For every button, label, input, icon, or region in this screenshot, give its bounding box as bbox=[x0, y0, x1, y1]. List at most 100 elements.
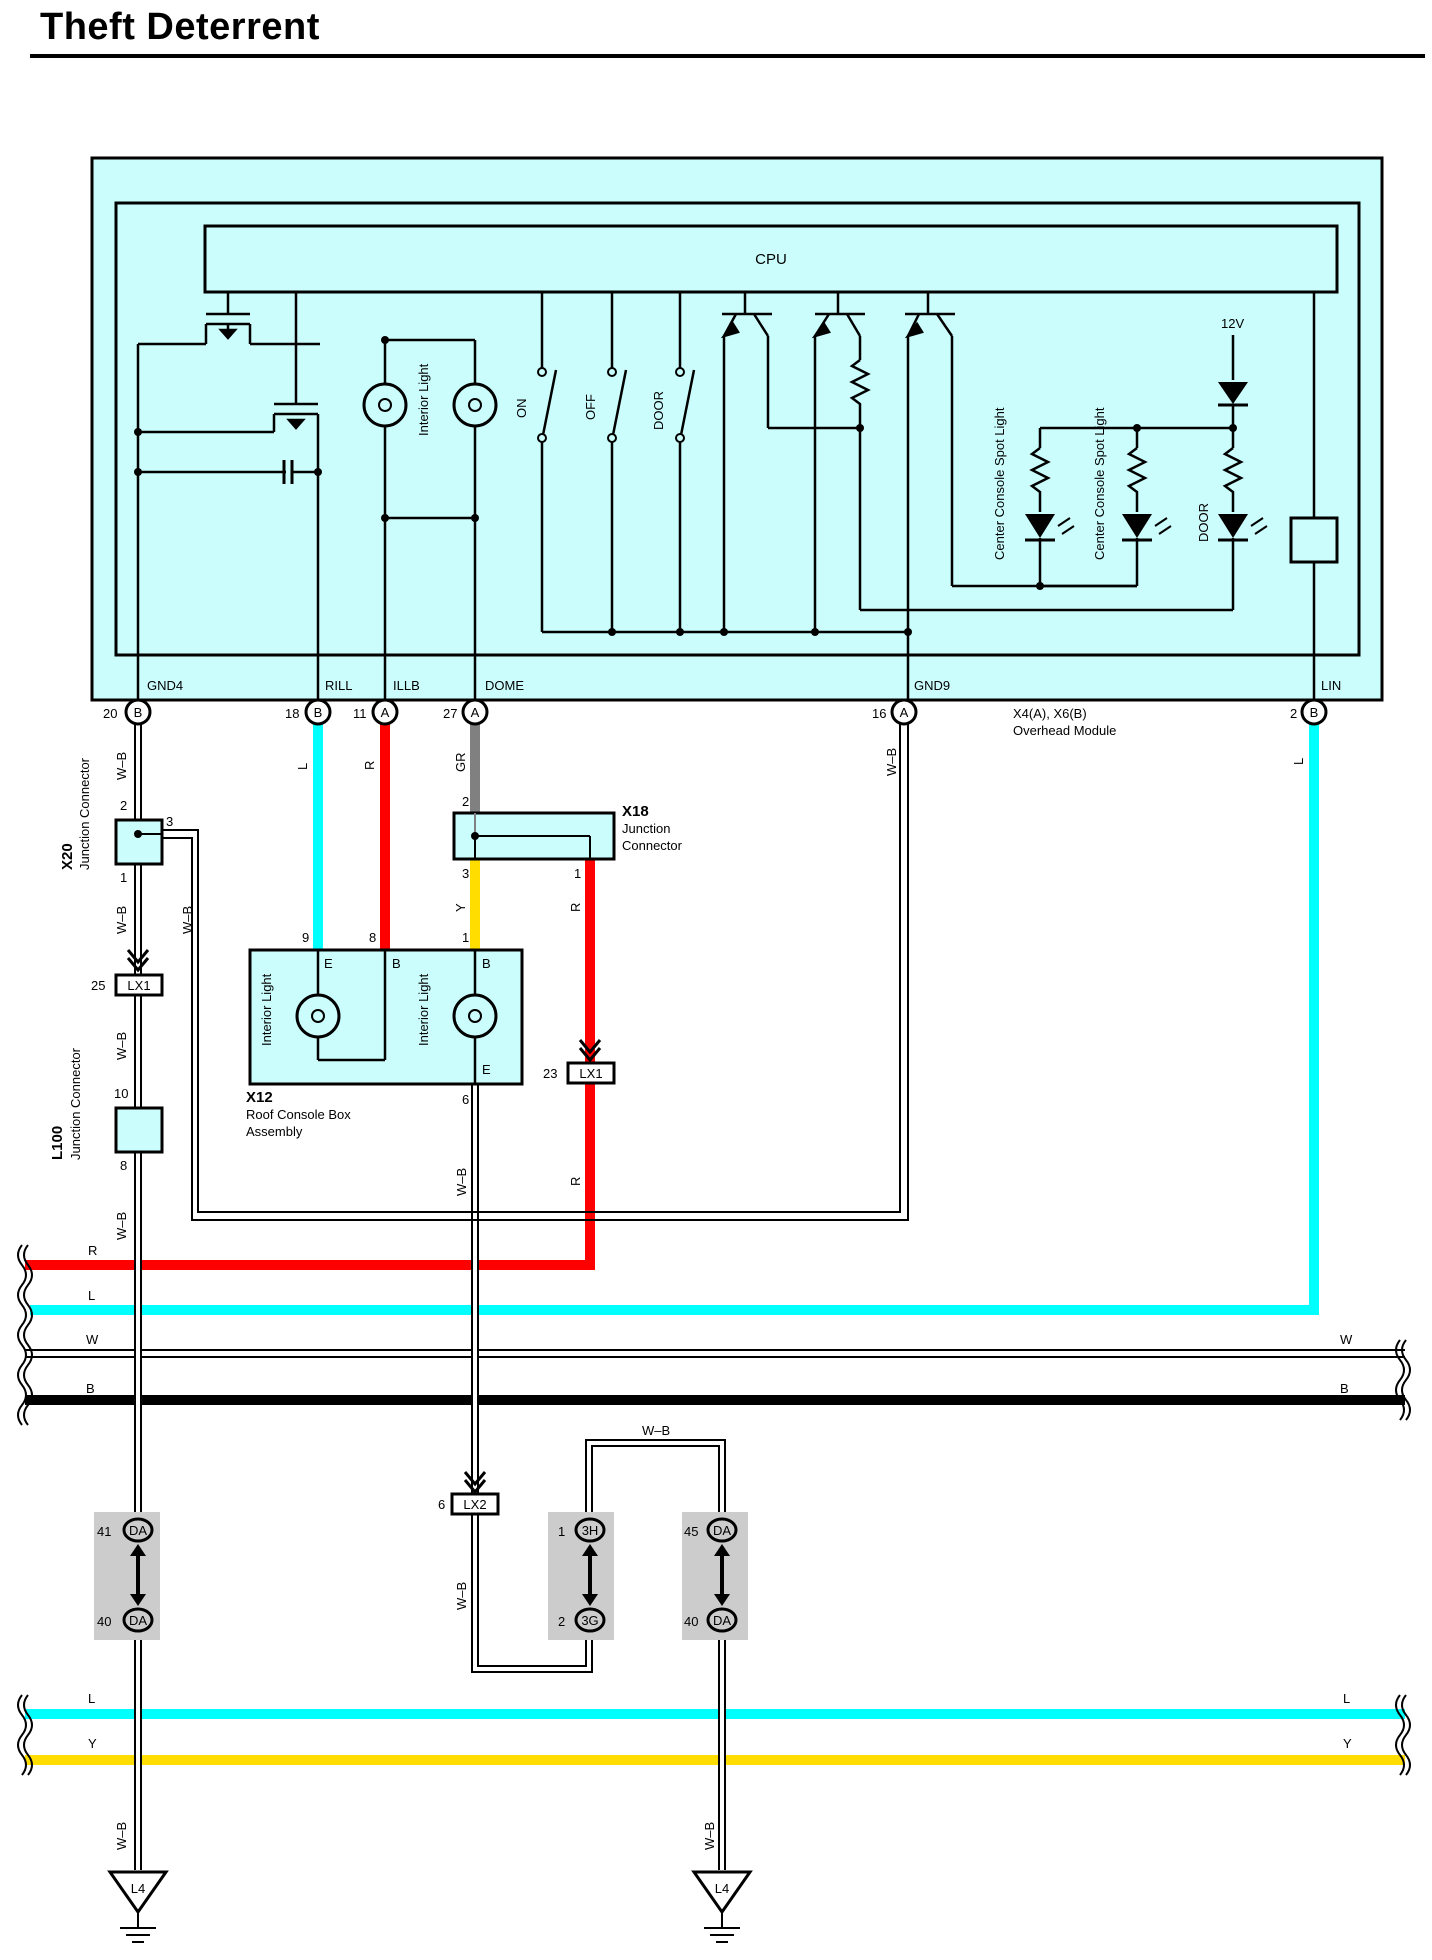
lx2-connector: LX2 6 bbox=[438, 1471, 500, 1672]
mosfet-icon bbox=[138, 292, 320, 346]
x12-terminal: B bbox=[482, 956, 491, 971]
pin-connector: B 2 bbox=[1290, 698, 1328, 726]
pin-connector: A 11 bbox=[353, 698, 399, 726]
switch-icon bbox=[537, 367, 685, 443]
x12-name: Assembly bbox=[246, 1124, 303, 1139]
x18-junction-connector: 2 3 1 X18 Junction Connector bbox=[452, 794, 683, 881]
wire-label-gr: GR bbox=[453, 753, 468, 773]
bus-label-l2-left: L bbox=[88, 1691, 95, 1706]
pin-connector: A 27 bbox=[443, 698, 489, 726]
ground-label: L4 bbox=[131, 1881, 145, 1896]
wire-label-wb: W–B bbox=[114, 1822, 129, 1850]
splice-top-pin: 45 bbox=[684, 1524, 698, 1539]
mosfet-icon bbox=[138, 292, 320, 472]
splice-left: DA DA 41 40 bbox=[94, 1512, 160, 1640]
x18-name: Junction bbox=[622, 821, 670, 836]
pin-number: 2 bbox=[1290, 706, 1297, 721]
lx1-label: LX1 bbox=[579, 1066, 602, 1081]
switch-on-label: ON bbox=[514, 399, 529, 419]
l100-pin: 8 bbox=[120, 1158, 127, 1173]
splice-bottom-pin: 40 bbox=[97, 1614, 111, 1629]
pin-number: 20 bbox=[103, 706, 117, 721]
switch-off-label: OFF bbox=[583, 394, 598, 420]
bulb-icon bbox=[452, 382, 498, 428]
splice-right: DA DA 45 40 bbox=[682, 1512, 748, 1640]
wire-label-y: Y bbox=[453, 903, 468, 912]
pin-connector-letter: B bbox=[1310, 705, 1319, 720]
x12-pin: 8 bbox=[369, 930, 376, 945]
ground-icon: L4 bbox=[691, 1870, 753, 1943]
x12-terminal: E bbox=[482, 1062, 491, 1077]
wire-label-l: L bbox=[295, 763, 310, 770]
pin-connector: B 20 bbox=[103, 698, 152, 726]
x12-id: X12 bbox=[246, 1089, 273, 1106]
bulb-icon bbox=[452, 993, 498, 1039]
wire-label-wb: W–B bbox=[114, 752, 129, 780]
wire-l-lin bbox=[30, 712, 1319, 1315]
ground-icon: L4 bbox=[107, 1870, 169, 1943]
wire-label-wb: W–B bbox=[114, 1032, 129, 1060]
lx1-pin: 25 bbox=[91, 978, 105, 993]
lx2-label: LX2 bbox=[463, 1497, 486, 1512]
pin-label-gnd9: GND9 bbox=[914, 678, 950, 693]
x12-pin: 9 bbox=[302, 930, 309, 945]
module-name: Overhead Module bbox=[1013, 723, 1116, 738]
diode-icon bbox=[1218, 382, 1248, 404]
ground-label: L4 bbox=[715, 1881, 729, 1896]
pin-label-lin: LIN bbox=[1321, 678, 1341, 693]
l100-id: L100 bbox=[49, 1126, 66, 1160]
splice-top-label: DA bbox=[713, 1523, 731, 1538]
supply-label: 12V bbox=[1221, 316, 1244, 331]
pin-label-illb: ILLB bbox=[393, 678, 420, 693]
wire-label-wb: W–B bbox=[642, 1423, 670, 1438]
led-icon bbox=[1122, 514, 1172, 542]
interior-light-label: Interior Light bbox=[416, 363, 431, 436]
l100-pin: 10 bbox=[114, 1086, 128, 1101]
pin-connector-letter: A bbox=[471, 705, 480, 720]
pin-number: 27 bbox=[443, 706, 457, 721]
pin-connector-letter: B bbox=[314, 705, 323, 720]
splice-bottom-pin: 40 bbox=[684, 1614, 698, 1629]
led-icon bbox=[1025, 514, 1075, 542]
x20-pin: 2 bbox=[120, 798, 127, 813]
splice-bottom-label: DA bbox=[713, 1613, 731, 1628]
cpu-label: CPU bbox=[755, 251, 787, 268]
wire-label-r: R bbox=[568, 1177, 583, 1186]
x20-pin: 1 bbox=[120, 870, 127, 885]
x18-pin: 2 bbox=[462, 794, 469, 809]
bus-break-marks bbox=[17, 1244, 1411, 1776]
x18-id: X18 bbox=[622, 803, 649, 820]
pin-label-gnd4: GND4 bbox=[147, 678, 183, 693]
pin-number: 18 bbox=[285, 706, 299, 721]
splice-top-pin: 1 bbox=[558, 1524, 565, 1539]
lx2-pin: 6 bbox=[438, 1497, 445, 1512]
bus-label-w-right: W bbox=[1340, 1332, 1353, 1347]
x12-terminal: E bbox=[324, 956, 333, 971]
bus-label-l: L bbox=[88, 1288, 95, 1303]
wire-wb-gnd9 bbox=[162, 712, 909, 1221]
splice-bottom-label: DA bbox=[129, 1613, 147, 1628]
wire-label-r: R bbox=[362, 761, 377, 770]
x12-name: Roof Console Box bbox=[246, 1107, 351, 1122]
l100-name: Junction Connector bbox=[68, 1047, 83, 1160]
x12-terminal: B bbox=[392, 956, 401, 971]
pin-connector-letter: B bbox=[134, 705, 143, 720]
splice-top-label: DA bbox=[129, 1523, 147, 1538]
x12-pin: 1 bbox=[462, 930, 469, 945]
x18-name: Connector bbox=[622, 838, 683, 853]
door-led-label: DOOR bbox=[1196, 503, 1211, 542]
wire-label-wb: W–B bbox=[702, 1822, 717, 1850]
splice-middle: 3H 3G 1 2 bbox=[548, 1512, 614, 1640]
bus-label-r: R bbox=[88, 1243, 97, 1258]
transistor-icon bbox=[720, 292, 860, 632]
bus-w bbox=[25, 1349, 1405, 1358]
spot-light-label-1: Center Console Spot Light bbox=[992, 407, 1007, 560]
pin-connector-letter: A bbox=[900, 705, 909, 720]
module-id: X4(A), X6(B) bbox=[1013, 706, 1087, 721]
pin-label-rill: RILL bbox=[325, 678, 352, 693]
bus-label-l2-right: L bbox=[1343, 1691, 1350, 1706]
x12-light-label: Interior Light bbox=[416, 973, 431, 1046]
x18-pin: 1 bbox=[574, 866, 581, 881]
bus-label-w-left: W bbox=[86, 1332, 99, 1347]
